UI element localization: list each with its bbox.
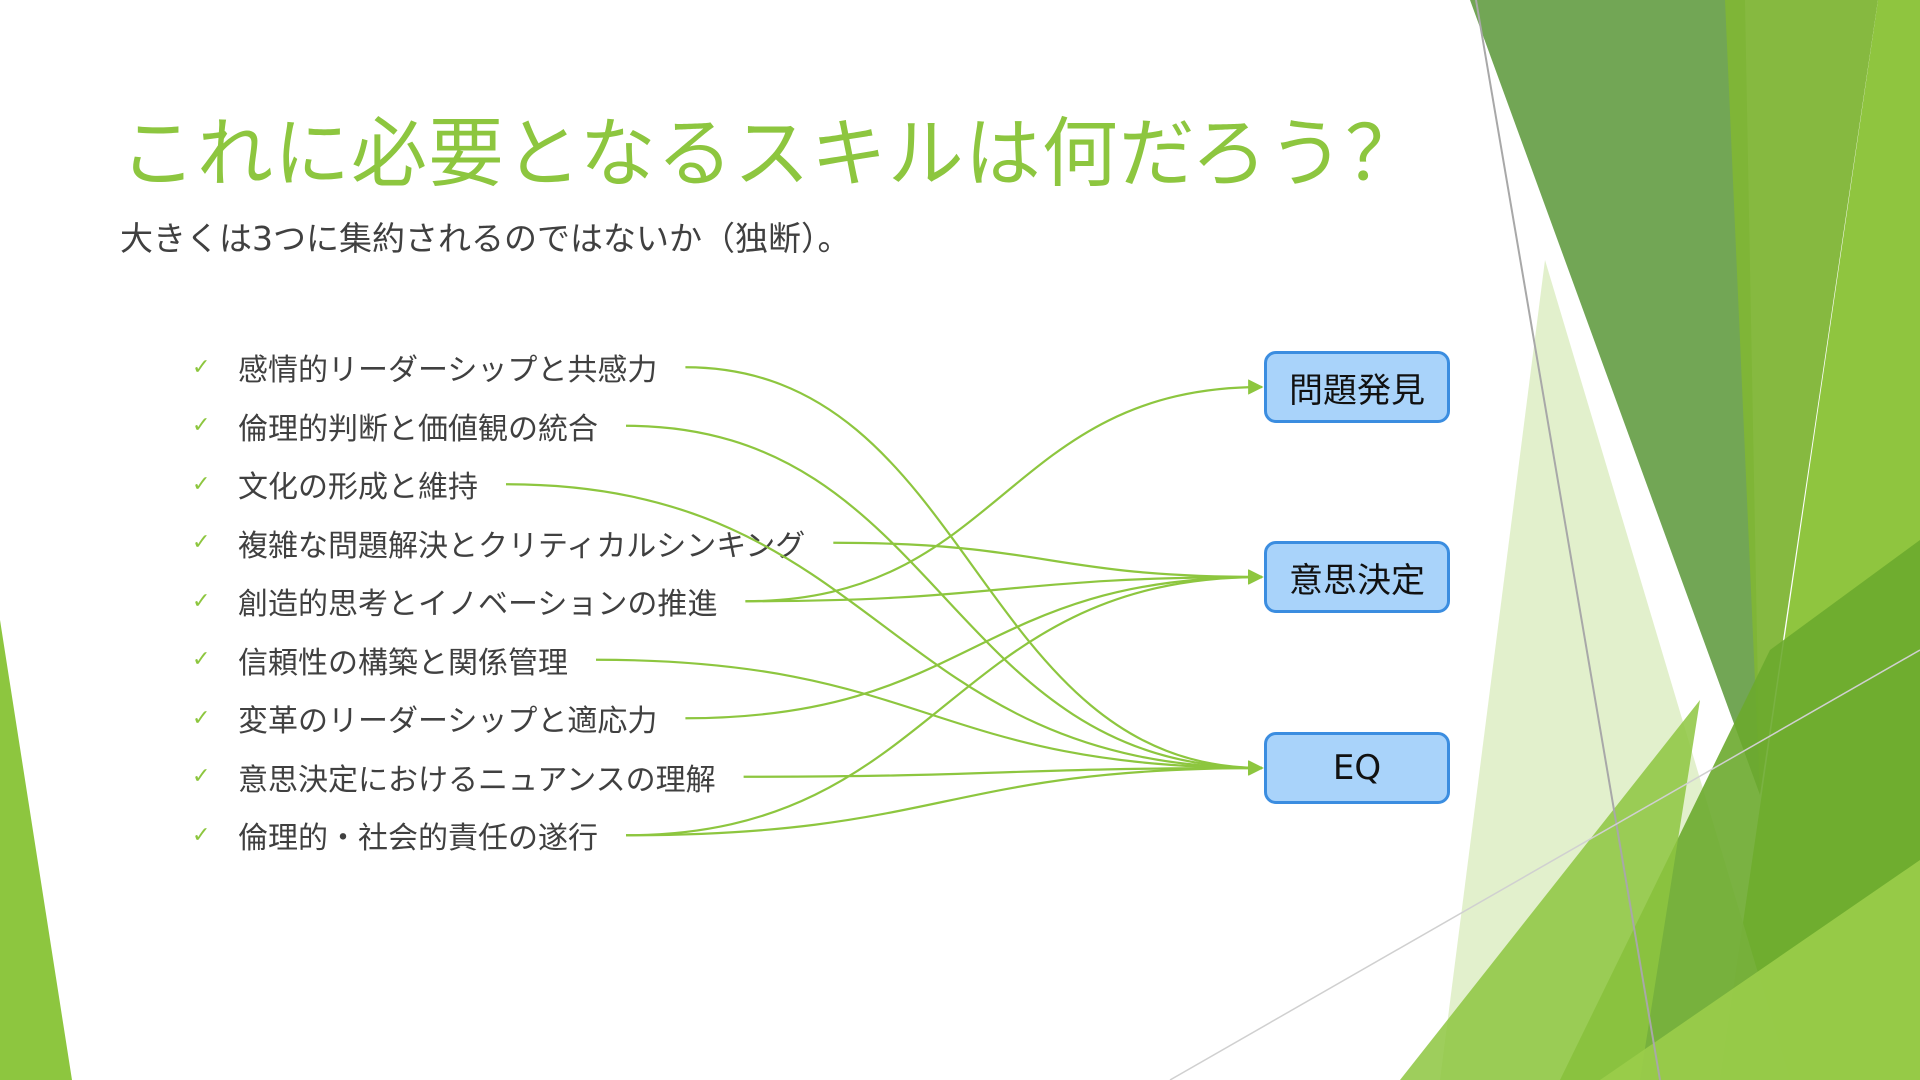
deco-shape-bottom-green (1400, 700, 1700, 1080)
slide-title: これに必要となるスキルは何だろう？ (120, 109, 1423, 198)
skill-item: ✓ 複雑な問題解決とクリティカルシンキング (192, 514, 805, 573)
check-icon: ✓ (192, 530, 211, 556)
check-icon: ✓ (192, 413, 211, 439)
skill-item: ✓ 創造的思考とイノベーションの推進 (192, 572, 805, 631)
skill-label: 意思決定におけるニュアンスの理解 (238, 762, 716, 798)
skill-item: ✓ 文化の形成と維持 (192, 455, 805, 514)
check-icon: ✓ (192, 354, 211, 380)
skill-label: 信頼性の構築と関係管理 (238, 645, 568, 681)
skill-item: ✓ 感情的リーダーシップと共感力 (192, 338, 805, 397)
skill-item: ✓ 信頼性の構築と関係管理 (192, 631, 805, 690)
skill-item: ✓ 変革のリーダーシップと適応力 (192, 689, 805, 748)
deco-line-1 (1475, 0, 1661, 1080)
check-icon: ✓ (192, 471, 211, 497)
slide-subtitle: 大きくは3つに集約されるのではないか（独断）。 (120, 219, 851, 258)
check-icon: ✓ (192, 822, 211, 848)
check-icon: ✓ (192, 647, 211, 673)
skill-label: 複雑な問題解決とクリティカルシンキング (238, 528, 806, 564)
deco-line-2 (1169, 649, 1920, 1080)
skill-item: ✓ 意思決定におけるニュアンスの理解 (192, 748, 805, 807)
skill-label: 倫理的・社会的責任の遂行 (238, 821, 598, 857)
skill-label: 感情的リーダーシップと共感力 (238, 353, 658, 389)
target-box-eq: EQ (1264, 732, 1450, 804)
skill-item: ✓ 倫理的・社会的責任の遂行 (192, 806, 805, 865)
deco-shape-green-band (1725, 0, 1878, 795)
skill-label: 倫理的判断と価値観の統合 (238, 411, 598, 447)
check-icon: ✓ (192, 705, 211, 731)
deco-shape-bottom-light (1600, 860, 1920, 1080)
skill-list: ✓感情的リーダーシップと共感力 ✓倫理的判断と価値観の統合 ✓文化の形成と維持 … (192, 338, 805, 865)
target-box-decision-making: 意思決定 (1264, 541, 1450, 613)
skill-label: 変革のリーダーシップと適応力 (238, 704, 658, 740)
skill-label: 創造的思考とイノベーションの推進 (238, 587, 718, 623)
check-icon: ✓ (192, 588, 211, 614)
skill-label: 文化の形成と維持 (238, 470, 478, 506)
target-box-problem-finding: 問題発見 (1264, 351, 1450, 423)
skill-item: ✓ 倫理的判断と価値観の統合 (192, 397, 805, 456)
deco-shape-left-edge (0, 620, 72, 1080)
check-icon: ✓ (192, 764, 211, 790)
deco-shape-dark-green (1470, 0, 1760, 795)
